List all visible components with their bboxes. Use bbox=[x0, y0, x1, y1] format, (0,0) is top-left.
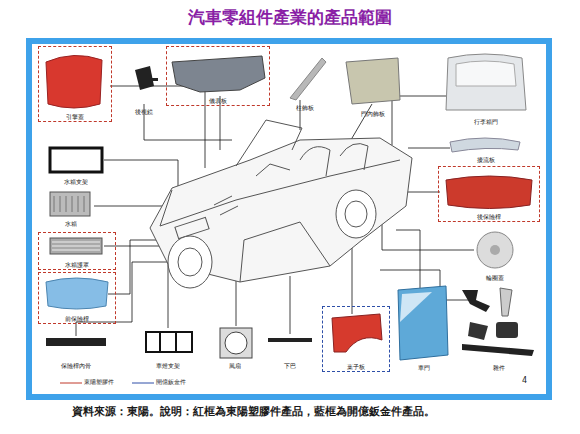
part-label: 門內飾板 bbox=[361, 110, 385, 118]
part-label: 輪圈蓋 bbox=[486, 274, 504, 282]
legend: 東陽塑膠件 開億鈑金件 bbox=[60, 378, 186, 387]
part-label: 前保險桿 bbox=[65, 315, 89, 323]
part-label: 後保險桿 bbox=[477, 213, 501, 221]
part-label: 車門 bbox=[418, 364, 430, 372]
car-illustration bbox=[150, 120, 412, 288]
part-label: 風扇 bbox=[229, 362, 241, 370]
part-label: 水箱 bbox=[65, 220, 77, 228]
part: 擾流板 bbox=[445, 130, 527, 164]
framed-part: 葉子板 bbox=[322, 306, 390, 372]
part-label: 葉子板 bbox=[347, 363, 365, 371]
part: 門內飾板 bbox=[340, 50, 406, 118]
part: 車門 bbox=[392, 280, 456, 372]
legend-item: 開億鈑金件 bbox=[132, 378, 186, 387]
part: 輪圈蓋 bbox=[468, 226, 522, 282]
legend-text: 東陽塑膠件 bbox=[84, 378, 114, 387]
part-label: 擾流板 bbox=[477, 156, 495, 164]
framed-part: 儀表板 bbox=[166, 46, 270, 106]
framed-part: 水箱護罩 bbox=[38, 232, 116, 270]
title: 汽車零組件產業的產品範圍 bbox=[0, 6, 580, 29]
part: 風扇 bbox=[210, 322, 260, 370]
leader-lines bbox=[76, 86, 474, 336]
part: 車燈支架 bbox=[135, 326, 201, 370]
part-label: 水箱支架 bbox=[64, 178, 88, 186]
part: 雜件 bbox=[456, 280, 542, 372]
part-illustrations bbox=[46, 54, 534, 360]
part: 柱飾板 bbox=[280, 50, 330, 112]
frame bbox=[29, 41, 549, 397]
part-label: 引擎蓋 bbox=[66, 113, 84, 121]
legend-line bbox=[132, 380, 156, 386]
part-label: 儀表板 bbox=[209, 97, 227, 105]
part: 保險桿內骨 bbox=[40, 326, 112, 370]
part-label: 下巴 bbox=[284, 362, 296, 370]
part-label: 保險桿內骨 bbox=[61, 362, 91, 370]
part-label: 雜件 bbox=[493, 364, 505, 372]
framed-part: 引擎蓋 bbox=[38, 46, 112, 122]
part-label: 後視鏡 bbox=[135, 108, 153, 116]
framed-part: 前保險桿 bbox=[38, 272, 116, 324]
part-label: 行李箱門 bbox=[474, 118, 498, 126]
page-number: 4 bbox=[522, 376, 527, 385]
legend-item: 東陽塑膠件 bbox=[60, 378, 114, 387]
part: 水箱 bbox=[40, 188, 102, 228]
caption: 資料來源：東陽。說明：紅框為東陽塑膠件產品，藍框為開億鈑金件產品。 bbox=[72, 404, 435, 419]
part: 行李箱門 bbox=[440, 46, 532, 126]
part-label: 柱飾板 bbox=[296, 104, 314, 112]
part: 下巴 bbox=[265, 326, 315, 370]
legend-line bbox=[60, 380, 84, 386]
part-label: 水箱護罩 bbox=[65, 261, 89, 269]
part-label: 車燈支架 bbox=[156, 362, 180, 370]
part: 後視鏡 bbox=[126, 56, 162, 116]
legend-text: 開億鈑金件 bbox=[156, 378, 186, 387]
framed-part: 後保險桿 bbox=[438, 166, 540, 222]
part: 水箱支架 bbox=[40, 140, 112, 186]
